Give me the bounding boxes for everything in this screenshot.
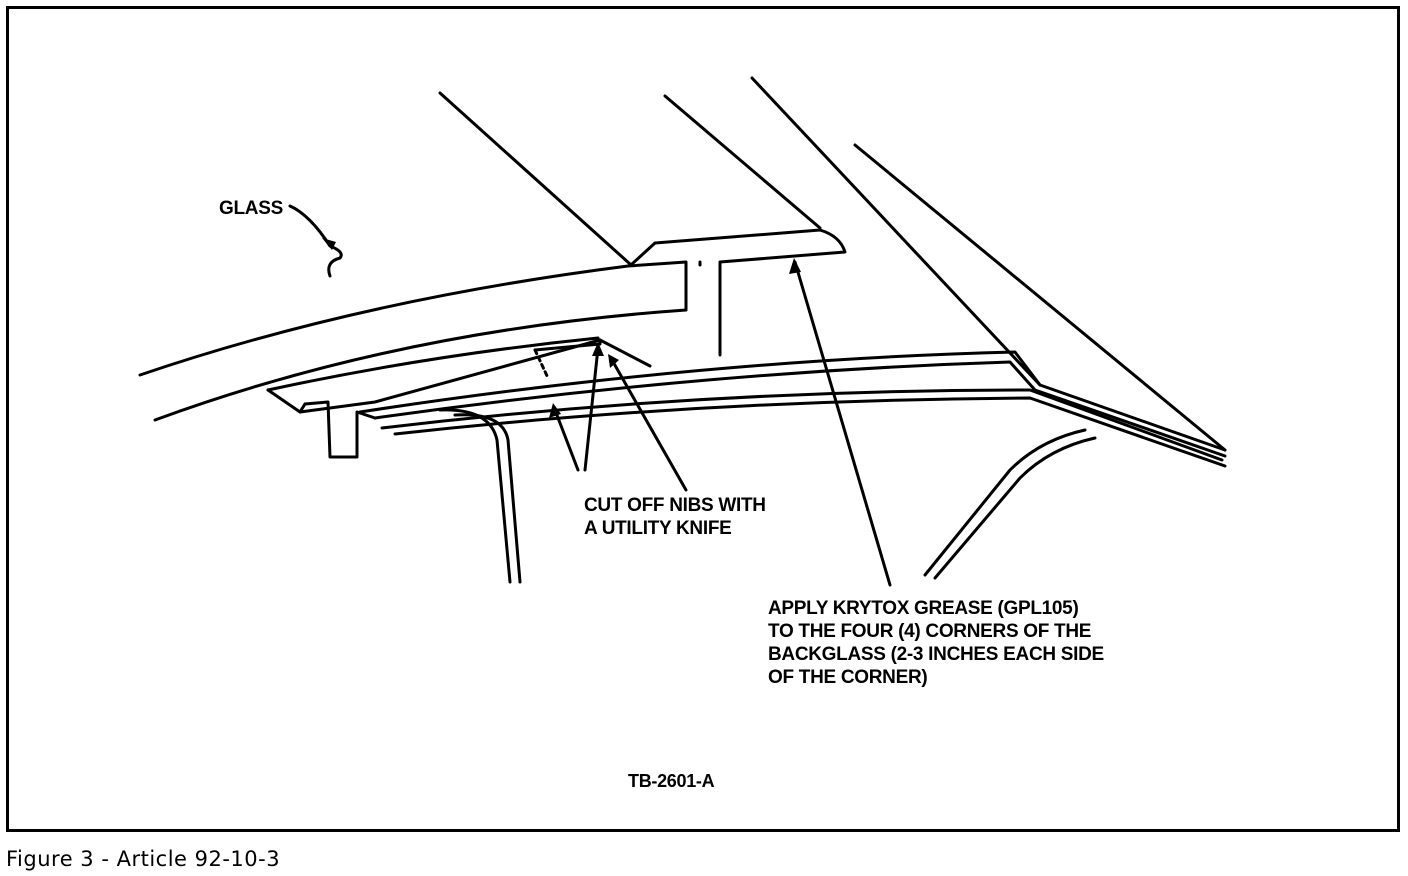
arrow-apply: [789, 258, 801, 274]
channel-2: [373, 360, 1227, 458]
seal-cap: [630, 228, 847, 357]
figure-caption: Figure 3 - Article 92-10-3: [6, 847, 281, 871]
arrow-cut-2: [592, 342, 604, 356]
apply-leader: [793, 260, 892, 587]
cut-nibs-line-2: A UTILITY KNIFE: [584, 518, 732, 539]
gasket-line-a: [266, 338, 652, 414]
glass-label: GLASS: [219, 198, 283, 219]
pinchweld-left-2: [453, 413, 522, 584]
cut-nibs-line-1: CUT OFF NIBS WITH: [584, 495, 766, 516]
nib-outline: [533, 338, 602, 352]
roof-line-3: [853, 143, 1227, 452]
apply-grease-line-2: TO THE FOUR (4) CORNERS OF THE: [768, 621, 1092, 642]
channel-1: [358, 350, 1227, 452]
glass-lower-edge: [266, 336, 600, 392]
apply-grease-line-4: OF THE CORNER): [768, 667, 928, 688]
pinchweld-right-1: [923, 428, 1087, 577]
apply-grease-line-3: BACKGLASS (2-3 INCHES EACH SIDE: [768, 644, 1104, 665]
arrow-cut-3: [608, 354, 619, 368]
glass-diagonal-1: [438, 91, 632, 266]
nib-dashed: [533, 348, 550, 380]
cut-nibs-note: CUT OFF NIBS WITH A UTILITY KNIFE: [584, 494, 766, 540]
pinchweld-right-2: [933, 436, 1097, 580]
figure-frame: [6, 6, 1400, 832]
arrow-glass: [322, 238, 336, 250]
apply-grease-line-1: APPLY KRYTOX GREASE (GPL105): [768, 598, 1079, 619]
figure-code: TB-2601-A: [628, 771, 715, 791]
cut-leader-2: [583, 346, 600, 472]
arrow-cut-1: [549, 403, 561, 418]
gasket-line-b: [298, 402, 307, 414]
channel-3: [380, 388, 1224, 462]
glass-leader: [288, 204, 343, 278]
roof-line-1: [663, 94, 822, 230]
roof-line-2: [750, 76, 1042, 387]
glass-top-edge: [138, 260, 688, 422]
cut-leader-3: [610, 358, 688, 492]
channel-4: [393, 396, 1227, 468]
cut-leader-1: [553, 408, 580, 472]
apply-grease-note: APPLY KRYTOX GREASE (GPL105) TO THE FOUR…: [768, 597, 1104, 689]
pinchweld-left-1: [438, 408, 512, 584]
